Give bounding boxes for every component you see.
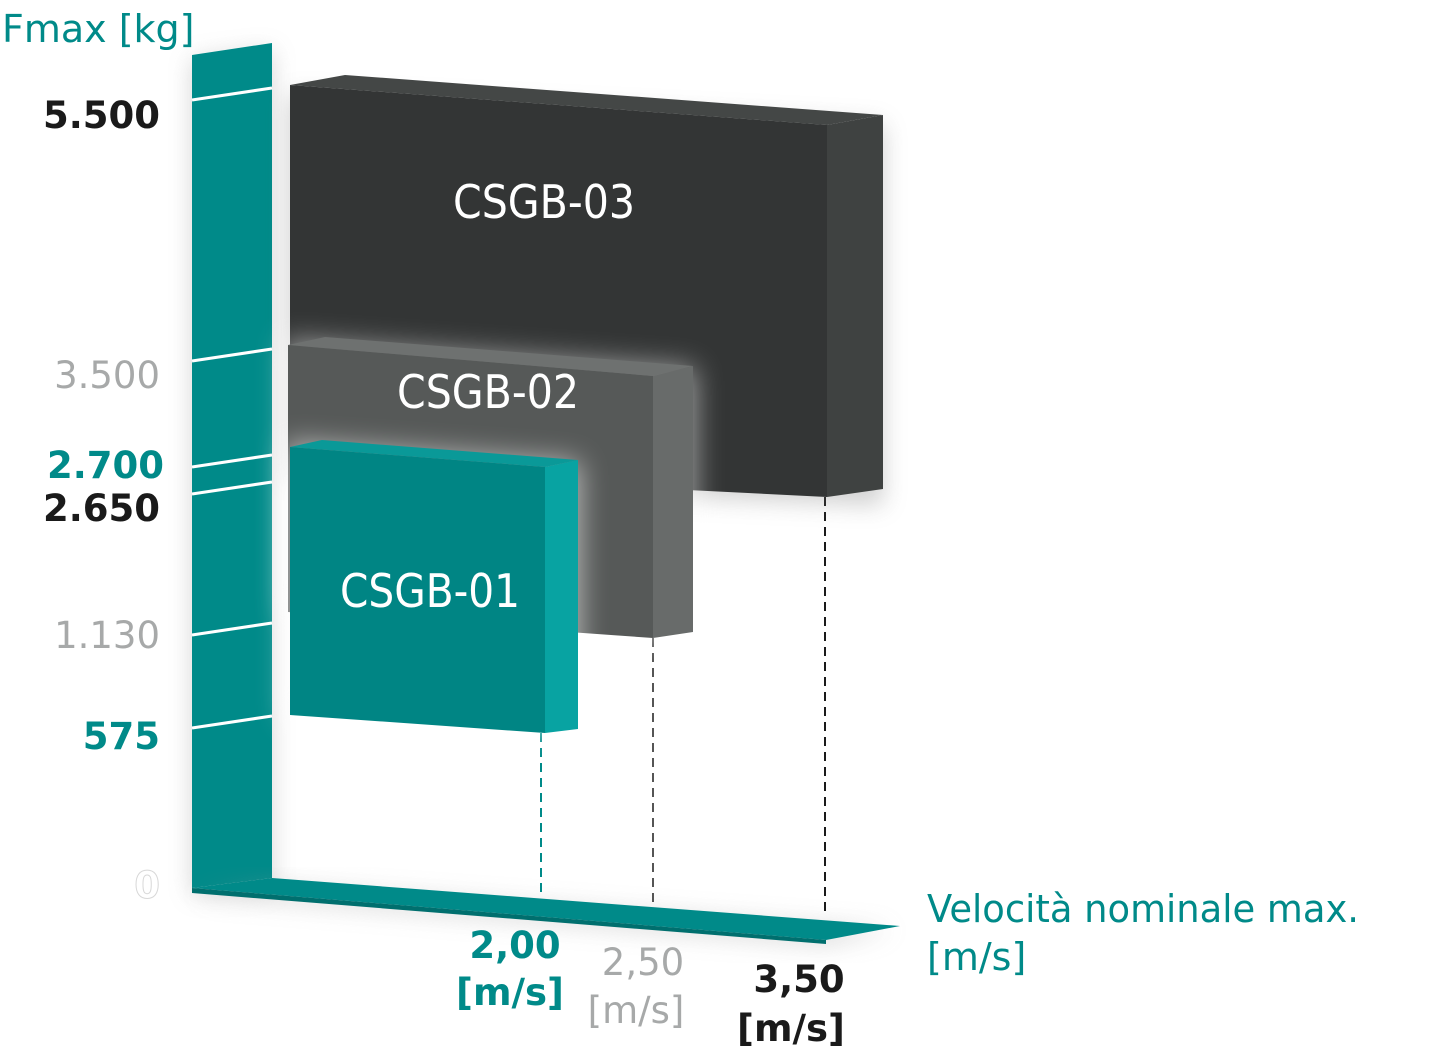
block-csgb-01 [286,440,580,735]
y-tick-lines [191,86,273,730]
block-label-csgb-03: CSGB-03 [453,175,635,229]
y-tick-label-0: 0 [134,864,160,907]
x-axis-floor [192,878,900,940]
block-csgb-01-top [290,440,578,467]
y-tick-label-5500: 5.500 [43,94,160,137]
y-tick-label-2700: 2.700 [47,444,164,487]
y-tick-label-3500: 3.500 [54,354,160,397]
x-axis-title: Velocità nominale max. [m/s] [927,887,1359,979]
block-csgb-02-top [288,337,693,376]
y-tick-label-2650: 2.650 [43,487,160,530]
x-tick-unit-2-50: [m/s] [588,989,685,1032]
y-tick-line-2650 [191,480,273,496]
block-csgb-03-top [290,75,883,125]
block-csgb-01-front [290,447,545,733]
block-csgb-03-side [827,115,883,497]
y-tick-line-2700 [191,453,273,469]
x-tick-value-3-50: 3,50 [753,958,844,1001]
x-axis-title-line1: Velocità nominale max. [927,887,1359,931]
x-tick-value-2-50: 2,50 [602,941,684,984]
x-axis-title-line2: [m/s] [927,935,1026,979]
y-axis-front [192,43,272,888]
y-axis-title: Fmax [kg] [2,7,195,51]
y-tick-label-1130: 1.130 [54,614,160,657]
drop-lines [540,497,826,915]
y-tick-line-5500 [191,86,273,102]
y-tick-line-1130 [191,621,273,637]
block-csgb-01-side [545,460,578,733]
y-tick-line-575 [191,714,273,730]
block-labels: CSGB-03 CSGB-02 CSGB-01 [340,175,635,618]
x-tick-labels: 2,00 [m/s] 2,50 [m/s] 3,50 [m/s] [456,924,845,1050]
y-tick-labels: 5.500 3.500 2.700 2.650 1.130 575 0 [43,94,164,908]
block-csgb-02-side [653,366,693,638]
y-tick-label-575: 575 [83,715,160,758]
x-tick-unit-3-50: [m/s] [737,1007,845,1050]
x-tick-value-2-00: 2,00 [469,924,560,967]
y-axis-pillar [192,43,272,895]
block-label-csgb-01: CSGB-01 [340,564,520,618]
block-label-csgb-02: CSGB-02 [397,365,579,419]
y-tick-line-3500 [191,347,273,363]
x-tick-unit-2-00: [m/s] [456,971,564,1014]
x-axis-floor-edge [192,888,826,944]
